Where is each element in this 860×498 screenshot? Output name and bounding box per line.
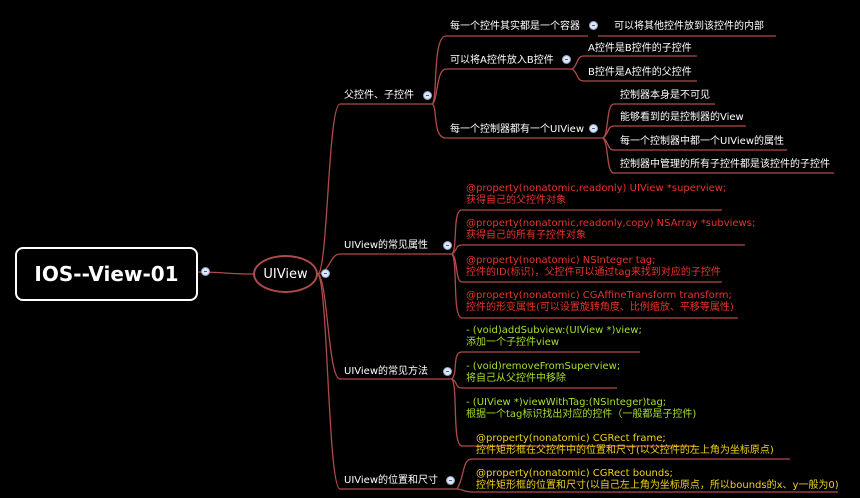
prop-subviews: @property(nonatomic,readonly,copy) NSArr…: [466, 218, 755, 242]
branch-methods-collapse-icon[interactable]: [443, 367, 452, 376]
leaf-a-child: A控件是B控件的子控件: [588, 43, 692, 54]
method-addsubview: - (void)addSubview:(UIView *)view; 添加一个子…: [466, 325, 642, 349]
method-viewwithtag-code: - (UIView *)viewWithTag:(NSInteger)tag;: [466, 397, 667, 408]
prop-bounds-desc: 控件矩形框的位置和尺寸(以自己左上角为坐标原点，所以bounds的x、y一般为0…: [476, 480, 839, 491]
branch-properties-collapse-icon[interactable]: [443, 241, 452, 250]
prop-superview: @property(nonatomic,readonly) UIView *su…: [466, 183, 726, 207]
node-container-collapse-icon[interactable]: [589, 21, 598, 30]
method-remove-code: - (void)removeFromSuperview;: [466, 361, 621, 372]
branch-frame-size-collapse-icon[interactable]: [446, 476, 455, 485]
root-collapse-icon[interactable]: [201, 267, 210, 276]
branch-frame-size[interactable]: UIView的位置和尺寸: [344, 475, 438, 486]
method-removefromsuperview: - (void)removeFromSuperview; 将自己从父控件中移除: [466, 361, 620, 385]
prop-frame: @property(nonatomic) CGRect frame; 控件矩形框…: [476, 433, 774, 457]
prop-frame-code: @property(nonatomic) CGRect frame;: [476, 433, 666, 444]
root-node[interactable]: IOS--View-01: [15, 247, 198, 301]
method-addsubview-code: - (void)addSubview:(UIView *)view;: [466, 325, 642, 336]
branch-methods[interactable]: UIView的常见方法: [344, 366, 428, 377]
prop-superview-code: @property(nonatomic,readonly) UIView *su…: [466, 183, 727, 194]
branch-parent-child-collapse-icon[interactable]: [423, 91, 432, 100]
root-label: IOS--View-01: [34, 262, 179, 286]
node-controller-view[interactable]: 每一个控制器都有一个UIView: [450, 124, 584, 135]
prop-subviews-code: @property(nonatomic,readonly,copy) NSArr…: [466, 218, 756, 229]
prop-bounds-code: @property(nonatomic) CGRect bounds;: [476, 468, 673, 479]
prop-superview-desc: 获得自己的父控件对象: [466, 195, 566, 206]
branch-parent-child[interactable]: 父控件、子控件: [344, 90, 414, 101]
leaf-container: 可以将其他控件放到该控件的内部: [614, 21, 764, 32]
prop-bounds: @property(nonatomic) CGRect bounds; 控件矩形…: [476, 468, 839, 492]
node-container[interactable]: 每一个控件其实都是一个容器: [450, 21, 580, 32]
leaf-b-parent: B控件是A控件的父控件: [588, 67, 692, 78]
branch-properties[interactable]: UIView的常见属性: [344, 240, 428, 251]
prop-tag-desc: 控件的ID(标识)，父控件可以通过tag来找到对应的子控件: [466, 267, 721, 278]
prop-transform: @property(nonatomic) CGAffineTransform t…: [466, 290, 734, 314]
leaf-controller-3: 控制器中管理的所有子控件都是该控件的子控件: [620, 159, 830, 170]
prop-tag: @property(nonatomic) NSInteger tag; 控件的I…: [466, 255, 721, 279]
prop-transform-code: @property(nonatomic) CGAffineTransform t…: [466, 290, 732, 301]
method-viewwithtag-desc: 根据一个tag标识找出对应的控件（一般都是子控件): [466, 409, 697, 420]
prop-transform-desc: 控件的形变属性(可以设置旋转角度、比例缩放、平移等属性): [466, 302, 734, 313]
method-viewwithtag: - (UIView *)viewWithTag:(NSInteger)tag; …: [466, 397, 696, 421]
method-remove-desc: 将自己从父控件中移除: [466, 373, 566, 384]
prop-tag-code: @property(nonatomic) NSInteger tag;: [466, 255, 656, 266]
leaf-controller-2: 每一个控制器中都一个UIView的属性: [620, 136, 784, 147]
method-addsubview-desc: 添加一个子控件view: [466, 337, 560, 348]
prop-frame-desc: 控件矩形框在父控件中的位置和尺寸(以父控件的左上角为坐标原点): [476, 445, 774, 456]
center-node[interactable]: UIView: [253, 255, 318, 293]
center-collapse-icon[interactable]: [321, 269, 330, 278]
node-controller-view-collapse-icon[interactable]: [589, 124, 598, 133]
prop-subviews-desc: 获得自己的所有子控件对象: [466, 230, 586, 241]
leaf-controller-0: 控制器本身是不可见: [620, 90, 710, 101]
center-label: UIView: [263, 266, 308, 282]
node-a-into-b[interactable]: 可以将A控件放入B控件: [450, 55, 554, 66]
leaf-controller-1: 能够看到的是控制器的View: [620, 112, 744, 123]
node-a-into-b-collapse-icon[interactable]: [562, 55, 571, 64]
